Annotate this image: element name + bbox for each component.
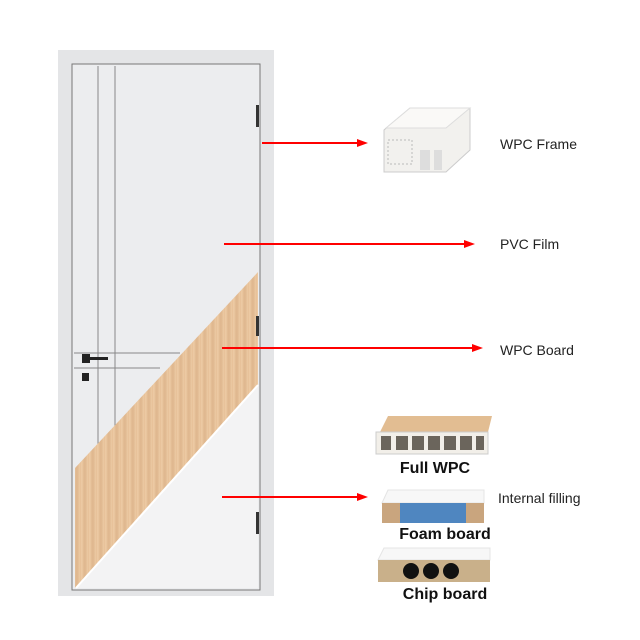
lock-icon [82, 373, 89, 381]
wpc-board-cutaway [75, 272, 258, 588]
label-wpc-frame: WPC Frame [500, 136, 577, 152]
hinge [256, 512, 259, 534]
door [58, 50, 274, 596]
foam-board-image [381, 489, 485, 523]
label-wpc-board: WPC Board [500, 342, 574, 358]
arrows [222, 139, 483, 501]
hinge [256, 316, 259, 336]
door-handle [86, 357, 108, 360]
label-pvc-film: PVC Film [500, 236, 560, 252]
caption-full-wpc: Full WPC [399, 460, 471, 477]
chip-board-image [377, 547, 491, 582]
label-internal-filling: Internal filling [498, 490, 581, 506]
hinge [256, 105, 259, 127]
full-wpc-image [375, 416, 492, 455]
caption-foam-board: Foam board [399, 526, 491, 543]
wpc-frame-profile-image [383, 107, 472, 173]
caption-chip-board: Chip board [402, 586, 488, 603]
